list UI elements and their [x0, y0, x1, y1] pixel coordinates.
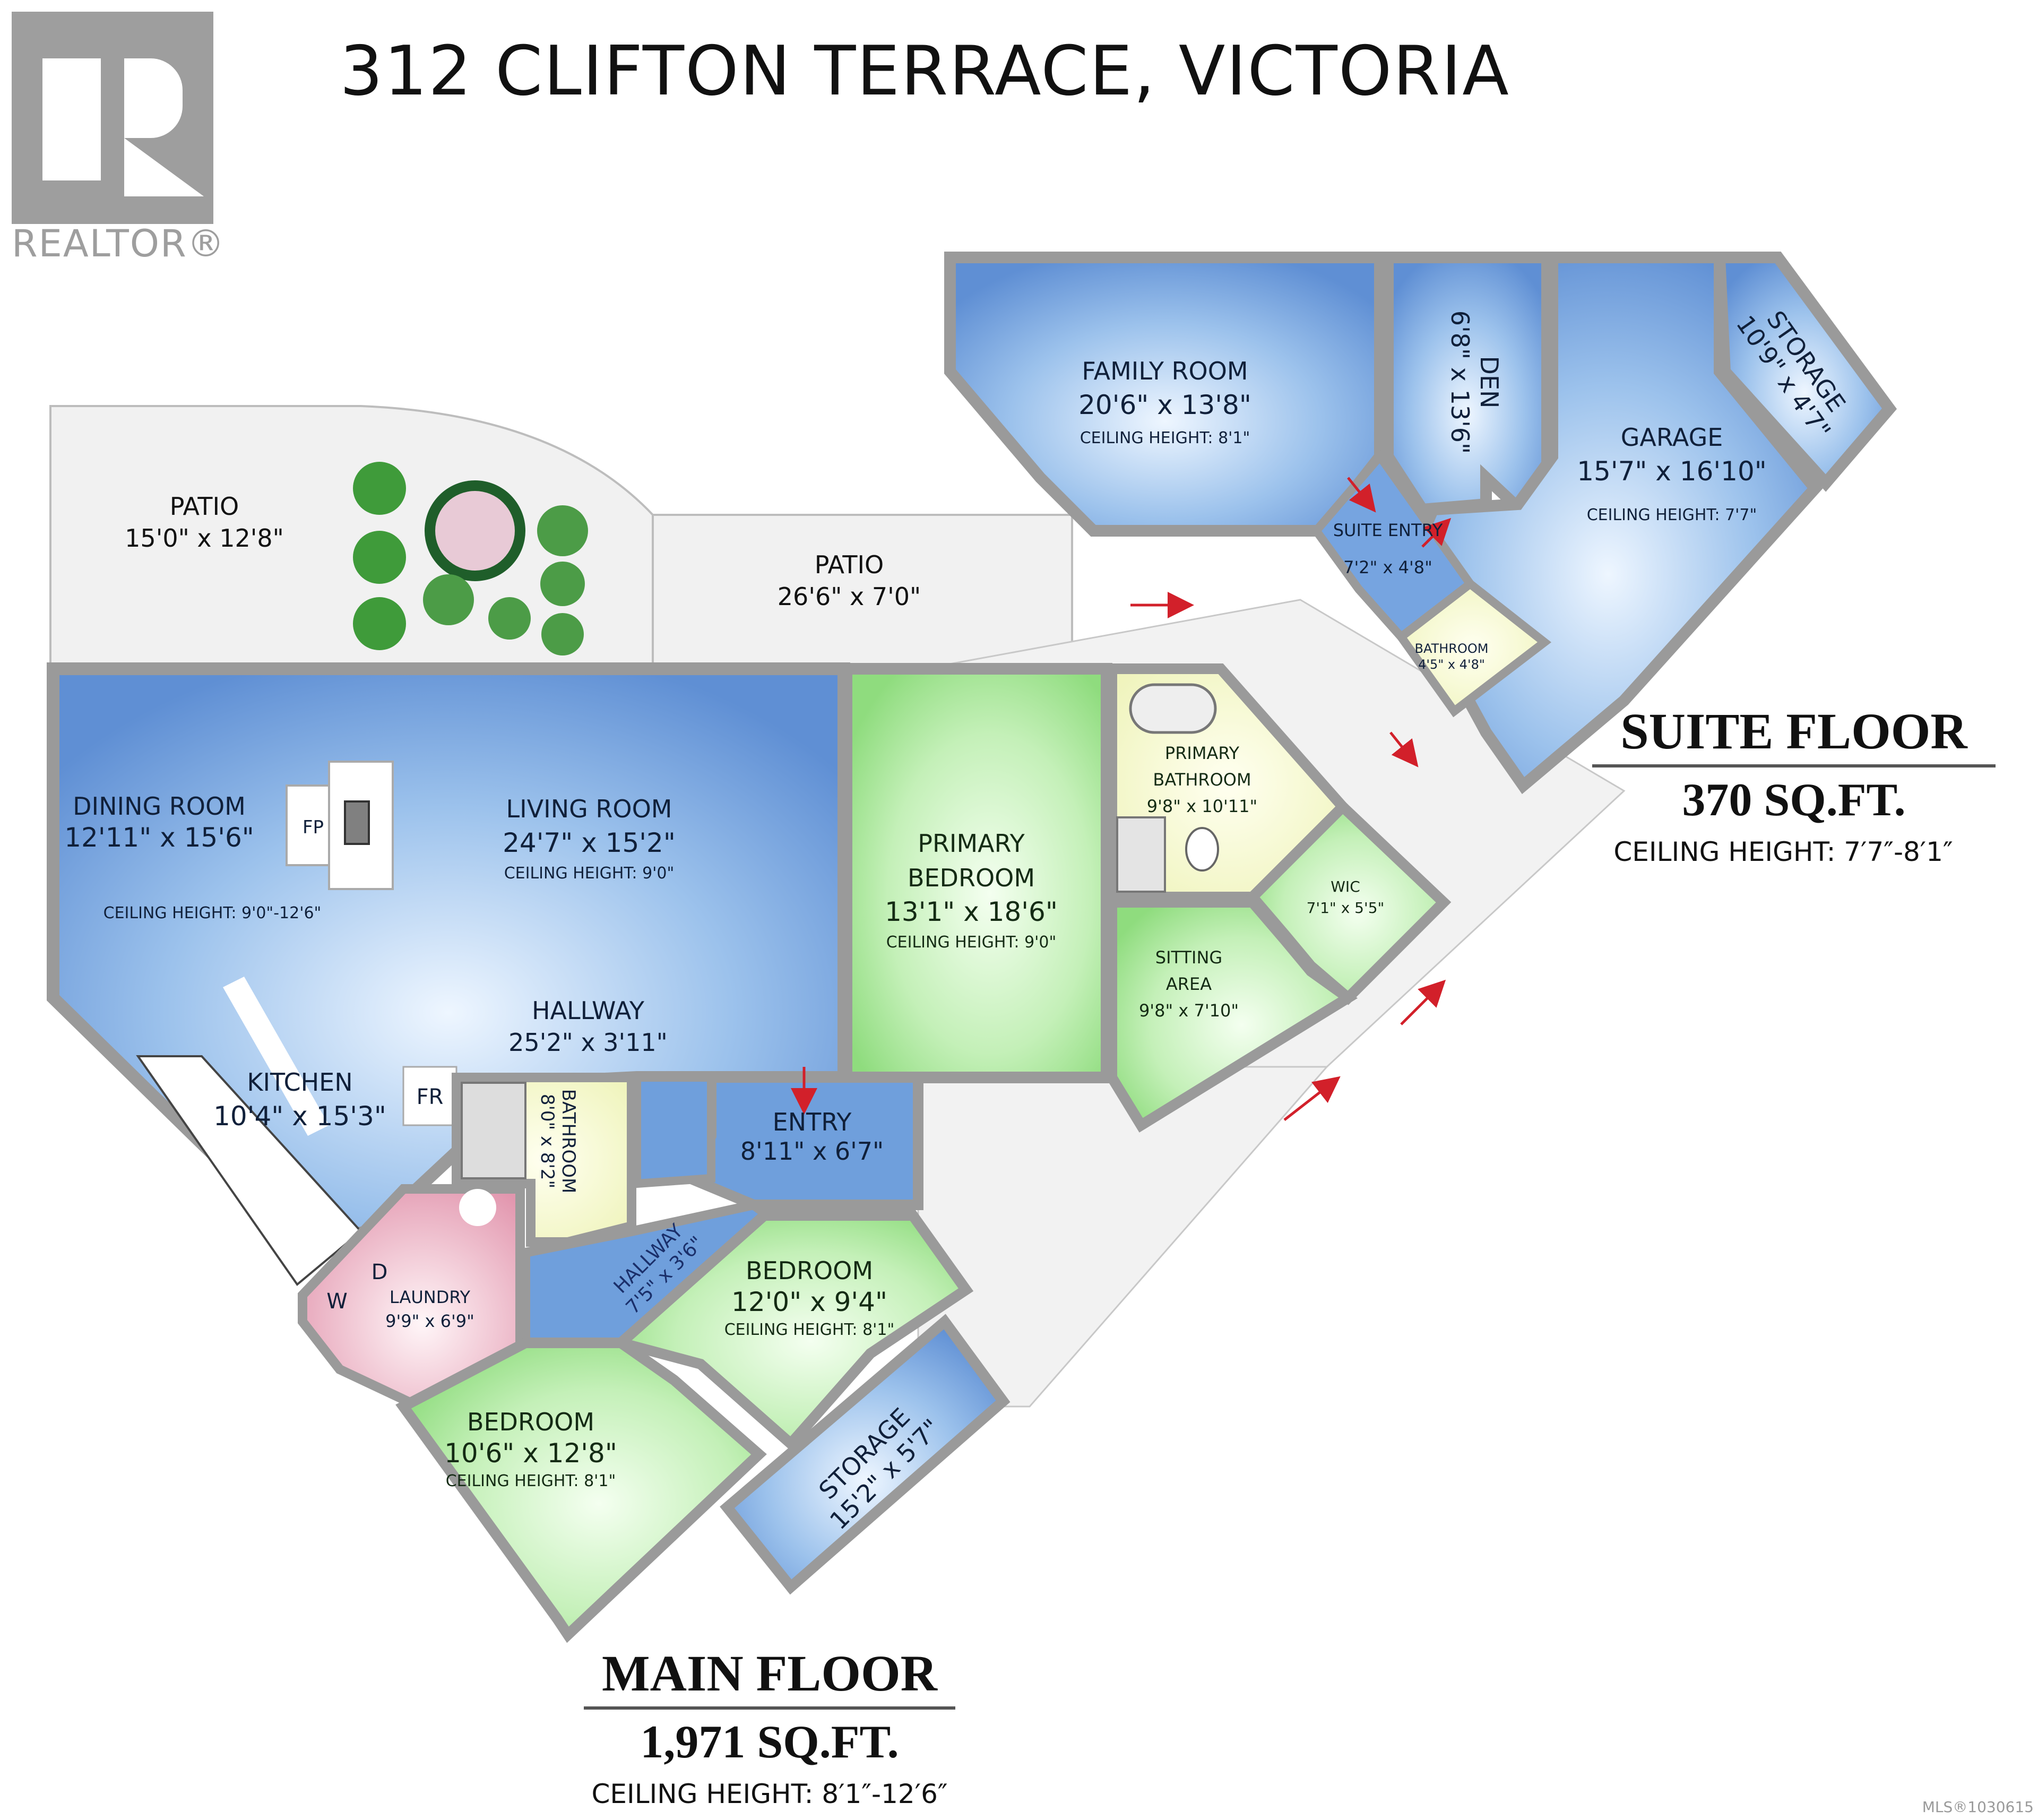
bathtub-icon: [1129, 683, 1217, 734]
bedroom-1-ceiling: CEILING HEIGHT: 8'1": [724, 1321, 895, 1339]
den-dims: 6'8" x 13'6": [1446, 310, 1474, 454]
suite-entry-label: SUITE ENTRY: [1333, 520, 1443, 540]
dining-room-dims: 12'11" x 15'6": [64, 822, 254, 853]
bedroom-1-label: BEDROOM: [746, 1256, 873, 1285]
patio-1-label: PATIO: [170, 492, 239, 521]
patio-2-label: PATIO: [815, 550, 884, 579]
mls-number: MLS®1030615: [1922, 1798, 2034, 1816]
kitchen-label: KITCHEN: [247, 1068, 352, 1097]
room-sitting-area[interactable]: [1107, 897, 1358, 1133]
den-label: DEN: [1475, 356, 1504, 409]
page-title: 312 CLIFTON TERRACE, VICTORIA: [340, 32, 1510, 111]
family-room-ceiling: CEILING HEIGHT: 8'1": [1080, 429, 1250, 447]
main-floor: [47, 662, 1452, 1643]
primary-bedroom-ceiling: CEILING HEIGHT: 9'0": [886, 933, 1057, 952]
hallway-label: HALLWAY: [532, 996, 645, 1025]
bedroom-2-ceiling: CEILING HEIGHT: 8'1": [446, 1472, 616, 1490]
room-suite-bathroom[interactable]: [1395, 578, 1552, 718]
suite-entry-dims: 7'2" x 4'8": [1343, 557, 1432, 577]
entry-dims: 8'11" x 6'7": [740, 1137, 884, 1166]
dining-room-ceiling: CEILING HEIGHT: 9'0"-12'6": [103, 904, 322, 922]
realtor-r-icon: [12, 12, 213, 224]
suite-floor-summary: SUITE FLOOR 370 SQ.FT. CEILING HEIGHT: 7…: [1592, 706, 1996, 867]
primary-bedroom-label-2: BEDROOM: [908, 864, 1035, 892]
garage-dims: 15'7" x 16'10": [1577, 456, 1767, 487]
fireplace-label: FP: [303, 817, 324, 838]
kitchen-dims: 10'4" x 15'3": [213, 1101, 386, 1132]
living-room-ceiling: CEILING HEIGHT: 9'0": [504, 864, 675, 883]
patio-1-dims: 15'0" x 12'8": [125, 524, 284, 553]
bedroom-2-dims: 10'6" x 12'8": [444, 1438, 617, 1469]
laundry-dims: 9'9" x 6'9": [385, 1311, 474, 1331]
laundry-sink-icon: [459, 1189, 496, 1226]
landscaping-plants-icon: [353, 462, 588, 655]
suite-bathroom-dims: 4'5" x 4'8": [1418, 657, 1485, 672]
primary-bathroom-label-1: PRIMARY: [1165, 743, 1240, 763]
sitting-area-label-2: AREA: [1166, 974, 1212, 994]
primary-bedroom-label-1: PRIMARY: [918, 829, 1025, 858]
bedroom-1-dims: 12'0" x 9'4": [731, 1287, 887, 1317]
laundry-label: LAUNDRY: [390, 1287, 471, 1307]
stair-arrows: [791, 477, 1452, 1121]
dining-room-label: DINING ROOM: [73, 792, 246, 821]
room-bedroom-1[interactable]: [610, 1210, 974, 1452]
wic-label: WIC: [1331, 878, 1360, 895]
room-closets[interactable]: [633, 1073, 715, 1188]
bedroom-2-label: BEDROOM: [467, 1408, 594, 1436]
kitchen-island: [223, 977, 329, 1136]
wic-dims: 7'1" x 5'5": [1307, 899, 1385, 917]
suite-floor: [944, 252, 1897, 795]
realtor-logo: [12, 12, 213, 224]
suite-floor-area: 370 SQ.FT.: [1682, 774, 1906, 826]
sitting-area-dims: 9'8" x 7'10": [1139, 1000, 1239, 1021]
suite-floor-name: SUITE FLOOR: [1620, 703, 1967, 760]
room-family-room[interactable]: [944, 252, 1386, 537]
hallway-dims: 25'2" x 3'11": [508, 1028, 668, 1057]
room-storage-main[interactable]: [720, 1314, 1011, 1595]
primary-bedroom-dims: 13'1" x 18'6": [885, 896, 1058, 927]
bathroom-label: BATHROOM: [558, 1089, 579, 1194]
fridge-icon: [402, 1066, 457, 1126]
living-room-dims: 24'7" x 15'2": [503, 827, 676, 858]
suite-bathroom-label: BATHROOM: [1415, 641, 1489, 656]
shower-icon: [1116, 816, 1166, 893]
family-room-dims: 20'6" x 13'8": [1078, 390, 1251, 420]
main-floor-name: MAIN FLOOR: [602, 1645, 937, 1702]
toilet-icon: [1185, 827, 1219, 872]
dryer-label: D: [372, 1260, 388, 1284]
main-floor-summary: MAIN FLOOR 1,971 SQ.FT. CEILING HEIGHT: …: [584, 1648, 955, 1809]
main-floor-divider: [584, 1706, 955, 1710]
washer-label: W: [326, 1289, 348, 1314]
sitting-area-label-1: SITTING: [1155, 947, 1222, 968]
main-floor-ceiling: CEILING HEIGHT: 8′1″-12′6″: [591, 1779, 948, 1809]
garage-label: GARAGE: [1621, 423, 1723, 452]
primary-bathroom-dims: 9'8" x 10'11": [1147, 796, 1257, 816]
main-floor-area: 1,971 SQ.FT.: [640, 1717, 899, 1768]
bathroom-dims: 8'0" x 8'2": [537, 1094, 558, 1188]
primary-bathroom-label-2: BATHROOM: [1153, 770, 1251, 790]
suite-floor-divider: [1592, 764, 1996, 767]
living-room-label: LIVING ROOM: [506, 795, 672, 823]
fridge-label: FR: [417, 1085, 444, 1109]
room-bedroom-2[interactable]: [395, 1338, 767, 1643]
family-room-label: FAMILY ROOM: [1082, 357, 1248, 385]
patio-2-dims: 26'6" x 7'0": [778, 582, 921, 611]
suite-floor-ceiling: CEILING HEIGHT: 7′7″-8′1″: [1613, 836, 1953, 867]
entry-label: ENTRY: [773, 1108, 852, 1136]
garage-ceiling: CEILING HEIGHT: 7'7": [1587, 506, 1757, 524]
realtor-logo-text: REALTOR®: [12, 222, 226, 265]
room-storage-suite[interactable]: [1713, 252, 1897, 492]
